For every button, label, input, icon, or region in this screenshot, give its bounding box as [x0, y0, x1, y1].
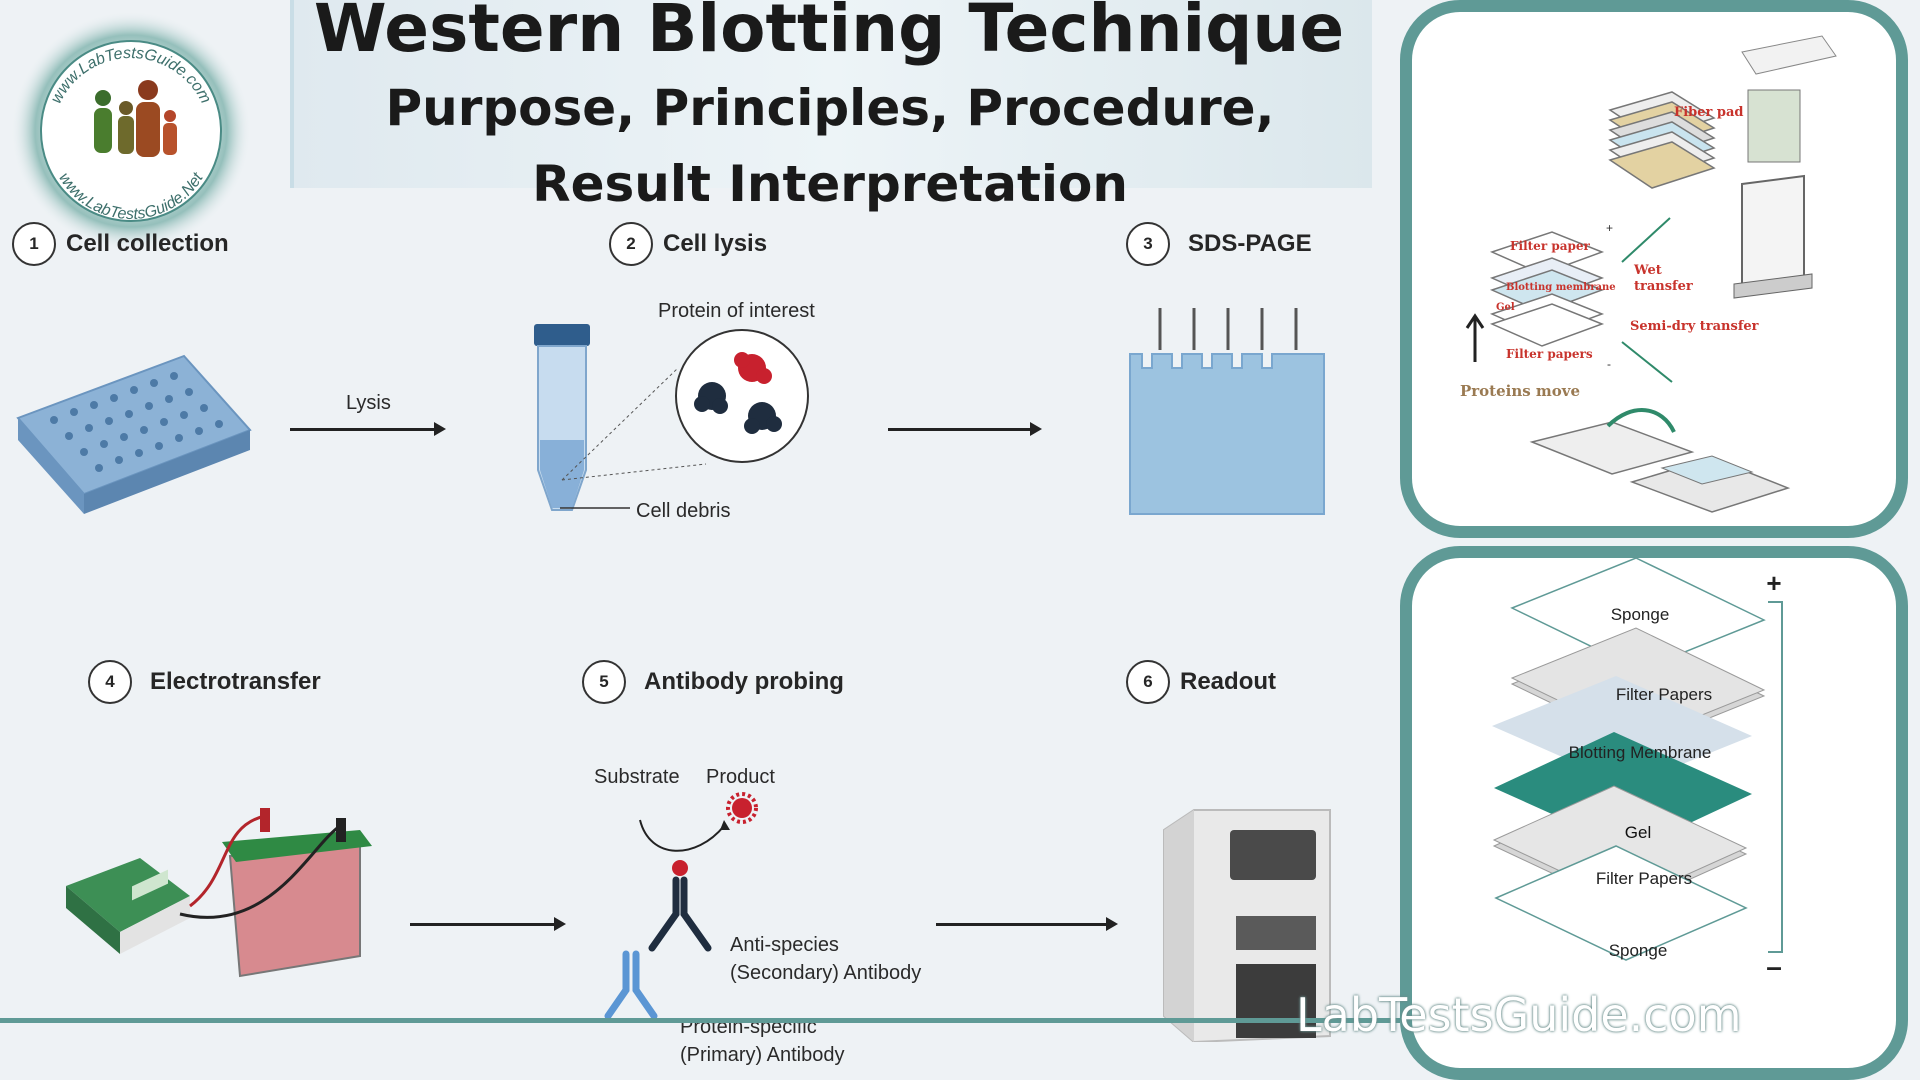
- arrow-2: [888, 422, 1042, 436]
- step-label: Readout: [1180, 668, 1276, 695]
- proteins-move-label: Proteins move: [1460, 382, 1580, 400]
- layer-label-filter-bottom: Filter Papers: [1596, 869, 1692, 888]
- substrate-label: Substrate: [594, 766, 680, 788]
- product-star-icon: [726, 792, 758, 824]
- gel-label: Gel: [1496, 302, 1515, 313]
- step-number: 1: [12, 222, 56, 266]
- step-electrotransfer: 4 Electrotransfer: [88, 660, 321, 704]
- step-label: Electrotransfer: [150, 668, 321, 695]
- step-antibody-probing: 5 Antibody probing: [582, 660, 844, 704]
- sandwich-stack-illustration: Sponge Filter Papers Blotting Membrane G…: [1492, 558, 1783, 982]
- step-label: Cell lysis: [663, 230, 768, 257]
- layer-label-gel: Gel: [1625, 823, 1651, 842]
- debris-blob: [744, 402, 782, 434]
- arrow-4: [936, 917, 1118, 931]
- sponge-layer: [1494, 845, 1748, 961]
- transfer-label: transfer: [1634, 279, 1693, 294]
- layer-label-filter-top: Filter Papers: [1616, 685, 1712, 704]
- step-number: 4: [88, 660, 132, 704]
- transfer-arrow-icon: [1606, 408, 1676, 433]
- wet-label: Wet: [1633, 263, 1662, 278]
- logo: www.LabTestsGuide.com www.LabTestsGuide.…: [11, 11, 251, 251]
- watermark: LabTestsGuide.com: [1296, 988, 1742, 1042]
- layer-label-sponge-bottom: Sponge: [1609, 941, 1668, 960]
- fiber-pad-label: Fiber pad: [1674, 105, 1744, 120]
- arrow-3: [410, 917, 566, 931]
- step-label: Antibody probing: [644, 668, 844, 695]
- step-number: 3: [1126, 222, 1170, 266]
- step-label: Cell collection: [66, 230, 229, 257]
- upward-arrow-icon: [1465, 313, 1485, 362]
- minus-sign: -: [1607, 357, 1611, 371]
- product-label: Product: [706, 766, 775, 788]
- positive-sign: +: [1766, 568, 1781, 598]
- readout-machine-icon: [1163, 809, 1331, 1042]
- semi-dry-label: Semi-dry transfer: [1630, 319, 1759, 334]
- filter-paper-label: Filter paper: [1510, 239, 1591, 253]
- sandwich-stack-panel: Sponge Filter Papers Blotting Membrane G…: [1400, 546, 1908, 1080]
- negative-sign: –: [1766, 951, 1782, 982]
- step-label: SDS-PAGE: [1188, 230, 1312, 257]
- lysis-label: Lysis: [346, 392, 391, 414]
- secondary-antibody-label: (Secondary) Antibody: [730, 962, 922, 984]
- cell-debris-label: Cell debris: [636, 500, 731, 522]
- stack-bracket: [1768, 601, 1783, 953]
- protein-blob-red: [734, 352, 772, 384]
- blotting-membrane-label: Blotting membrane: [1506, 282, 1616, 293]
- plus-sign: +: [1606, 221, 1613, 235]
- electrotransfer-icon: [66, 808, 372, 978]
- step-readout: 6 Readout: [1126, 660, 1276, 704]
- debris-blob: [694, 382, 728, 414]
- arrow-1: [290, 422, 446, 436]
- centrifuge-tube-icon: [534, 324, 809, 511]
- page-title: Western Blotting Technique: [313, 0, 1345, 67]
- page-subtitle: Purpose, Principles, Procedure, Result I…: [385, 79, 1275, 213]
- step-sds-page: 3 SDS-PAGE: [1126, 222, 1312, 266]
- step-number: 2: [609, 222, 653, 266]
- anti-species-label: Anti-species: [730, 934, 839, 956]
- antibody-icon: [604, 792, 758, 1020]
- transfer-methods-panel: Fiber pad Filter paper Blotting membrane…: [1400, 0, 1908, 538]
- layer-label-membrane: Blotting Membrane: [1569, 743, 1712, 762]
- step-number: 5: [582, 660, 626, 704]
- step-number: 6: [1126, 660, 1170, 704]
- step-cell-collection: 1 Cell collection: [12, 222, 229, 266]
- protein-of-interest-label: Protein of interest: [658, 300, 815, 322]
- filter-papers-label: Filter papers: [1506, 347, 1593, 361]
- family-icon: [94, 80, 177, 157]
- gel-icon: [1129, 308, 1325, 515]
- layer-label-sponge-top: Sponge: [1611, 605, 1670, 624]
- transfer-methods-illustration: Fiber pad Filter paper Blotting membrane…: [1460, 35, 1837, 513]
- well-plate-icon: [16, 354, 252, 514]
- bottom-divider: [0, 1018, 1400, 1023]
- step-cell-lysis: 2 Cell lysis: [609, 222, 767, 266]
- primary-antibody-label: (Primary) Antibody: [680, 1044, 845, 1066]
- title-band: [290, 0, 1372, 188]
- blotting-membrane-layer: [1492, 676, 1752, 786]
